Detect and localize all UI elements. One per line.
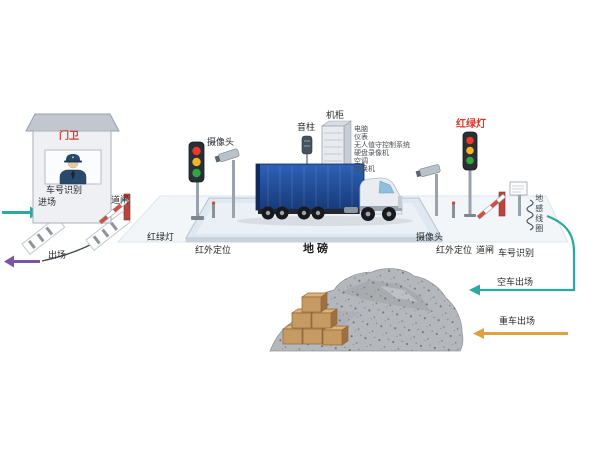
plate-recognition-unit-icon [509, 181, 528, 216]
empty-exit-label: 空车出场 [497, 277, 534, 287]
barrier-gate-left-icon [98, 193, 131, 225]
exit-arrow [4, 255, 40, 268]
truck [237, 163, 413, 226]
cabinet-item-meter: 仪表 [354, 134, 368, 141]
camera-left-label: 摄像头 [207, 137, 235, 147]
ground-loop-coil-icon [526, 199, 534, 231]
camera-right-icon [415, 164, 441, 216]
guard-icon [59, 154, 87, 185]
traffic-light-left-label: 红绿灯 [147, 232, 175, 242]
guard-house-title: 门卫 [59, 131, 79, 142]
camera-left-icon [214, 148, 240, 218]
exit-label: 出场 [48, 250, 67, 260]
truck-wheels [261, 206, 396, 221]
guard-house [25, 113, 120, 224]
empty-exit-line [469, 214, 576, 296]
weighbridge-label: 地 磅 [303, 243, 329, 255]
infrared-post-left-icon [211, 201, 216, 218]
plate-recognition-right-label: 车号识别 [498, 248, 535, 258]
infrared-post-right-icon [451, 201, 456, 218]
plate-recognition-left-label: 车号识别 [46, 185, 83, 195]
loaded-exit-label: 重车出场 [499, 316, 536, 326]
cabinet-item-unmanned-system: 无人值守控制系统 [354, 142, 410, 149]
infrared-right-label: 红外定位 [436, 245, 473, 255]
traffic-light-right-icon [462, 131, 478, 217]
cabinet-item-computer: 电脑 [354, 126, 368, 133]
barrier-left-label: 道闸 [111, 195, 130, 205]
cabinet-item-switch: 交换机 [354, 166, 375, 173]
cabinet-item-dvr: 硬盘录像机 [354, 150, 389, 157]
barrier-right-label: 道闸 [476, 245, 495, 255]
loaded-exit-arrow [473, 328, 568, 339]
cabinet-item-ac: 空调 [354, 158, 368, 165]
entry-label: 进场 [38, 197, 57, 207]
infrared-left-label: 红外定位 [195, 245, 232, 255]
ground-loop-label: 地感线圈 [534, 194, 544, 234]
cargo-boxes [281, 292, 350, 346]
traffic-light-left-icon [188, 141, 205, 220]
camera-right-label: 摄像头 [416, 232, 444, 242]
traffic-light-right-label: 红绿灯 [456, 119, 486, 130]
speaker-label: 音柱 [297, 122, 316, 132]
cabinet-label: 机柜 [326, 110, 345, 120]
barrier-gate-right-icon [476, 191, 507, 220]
